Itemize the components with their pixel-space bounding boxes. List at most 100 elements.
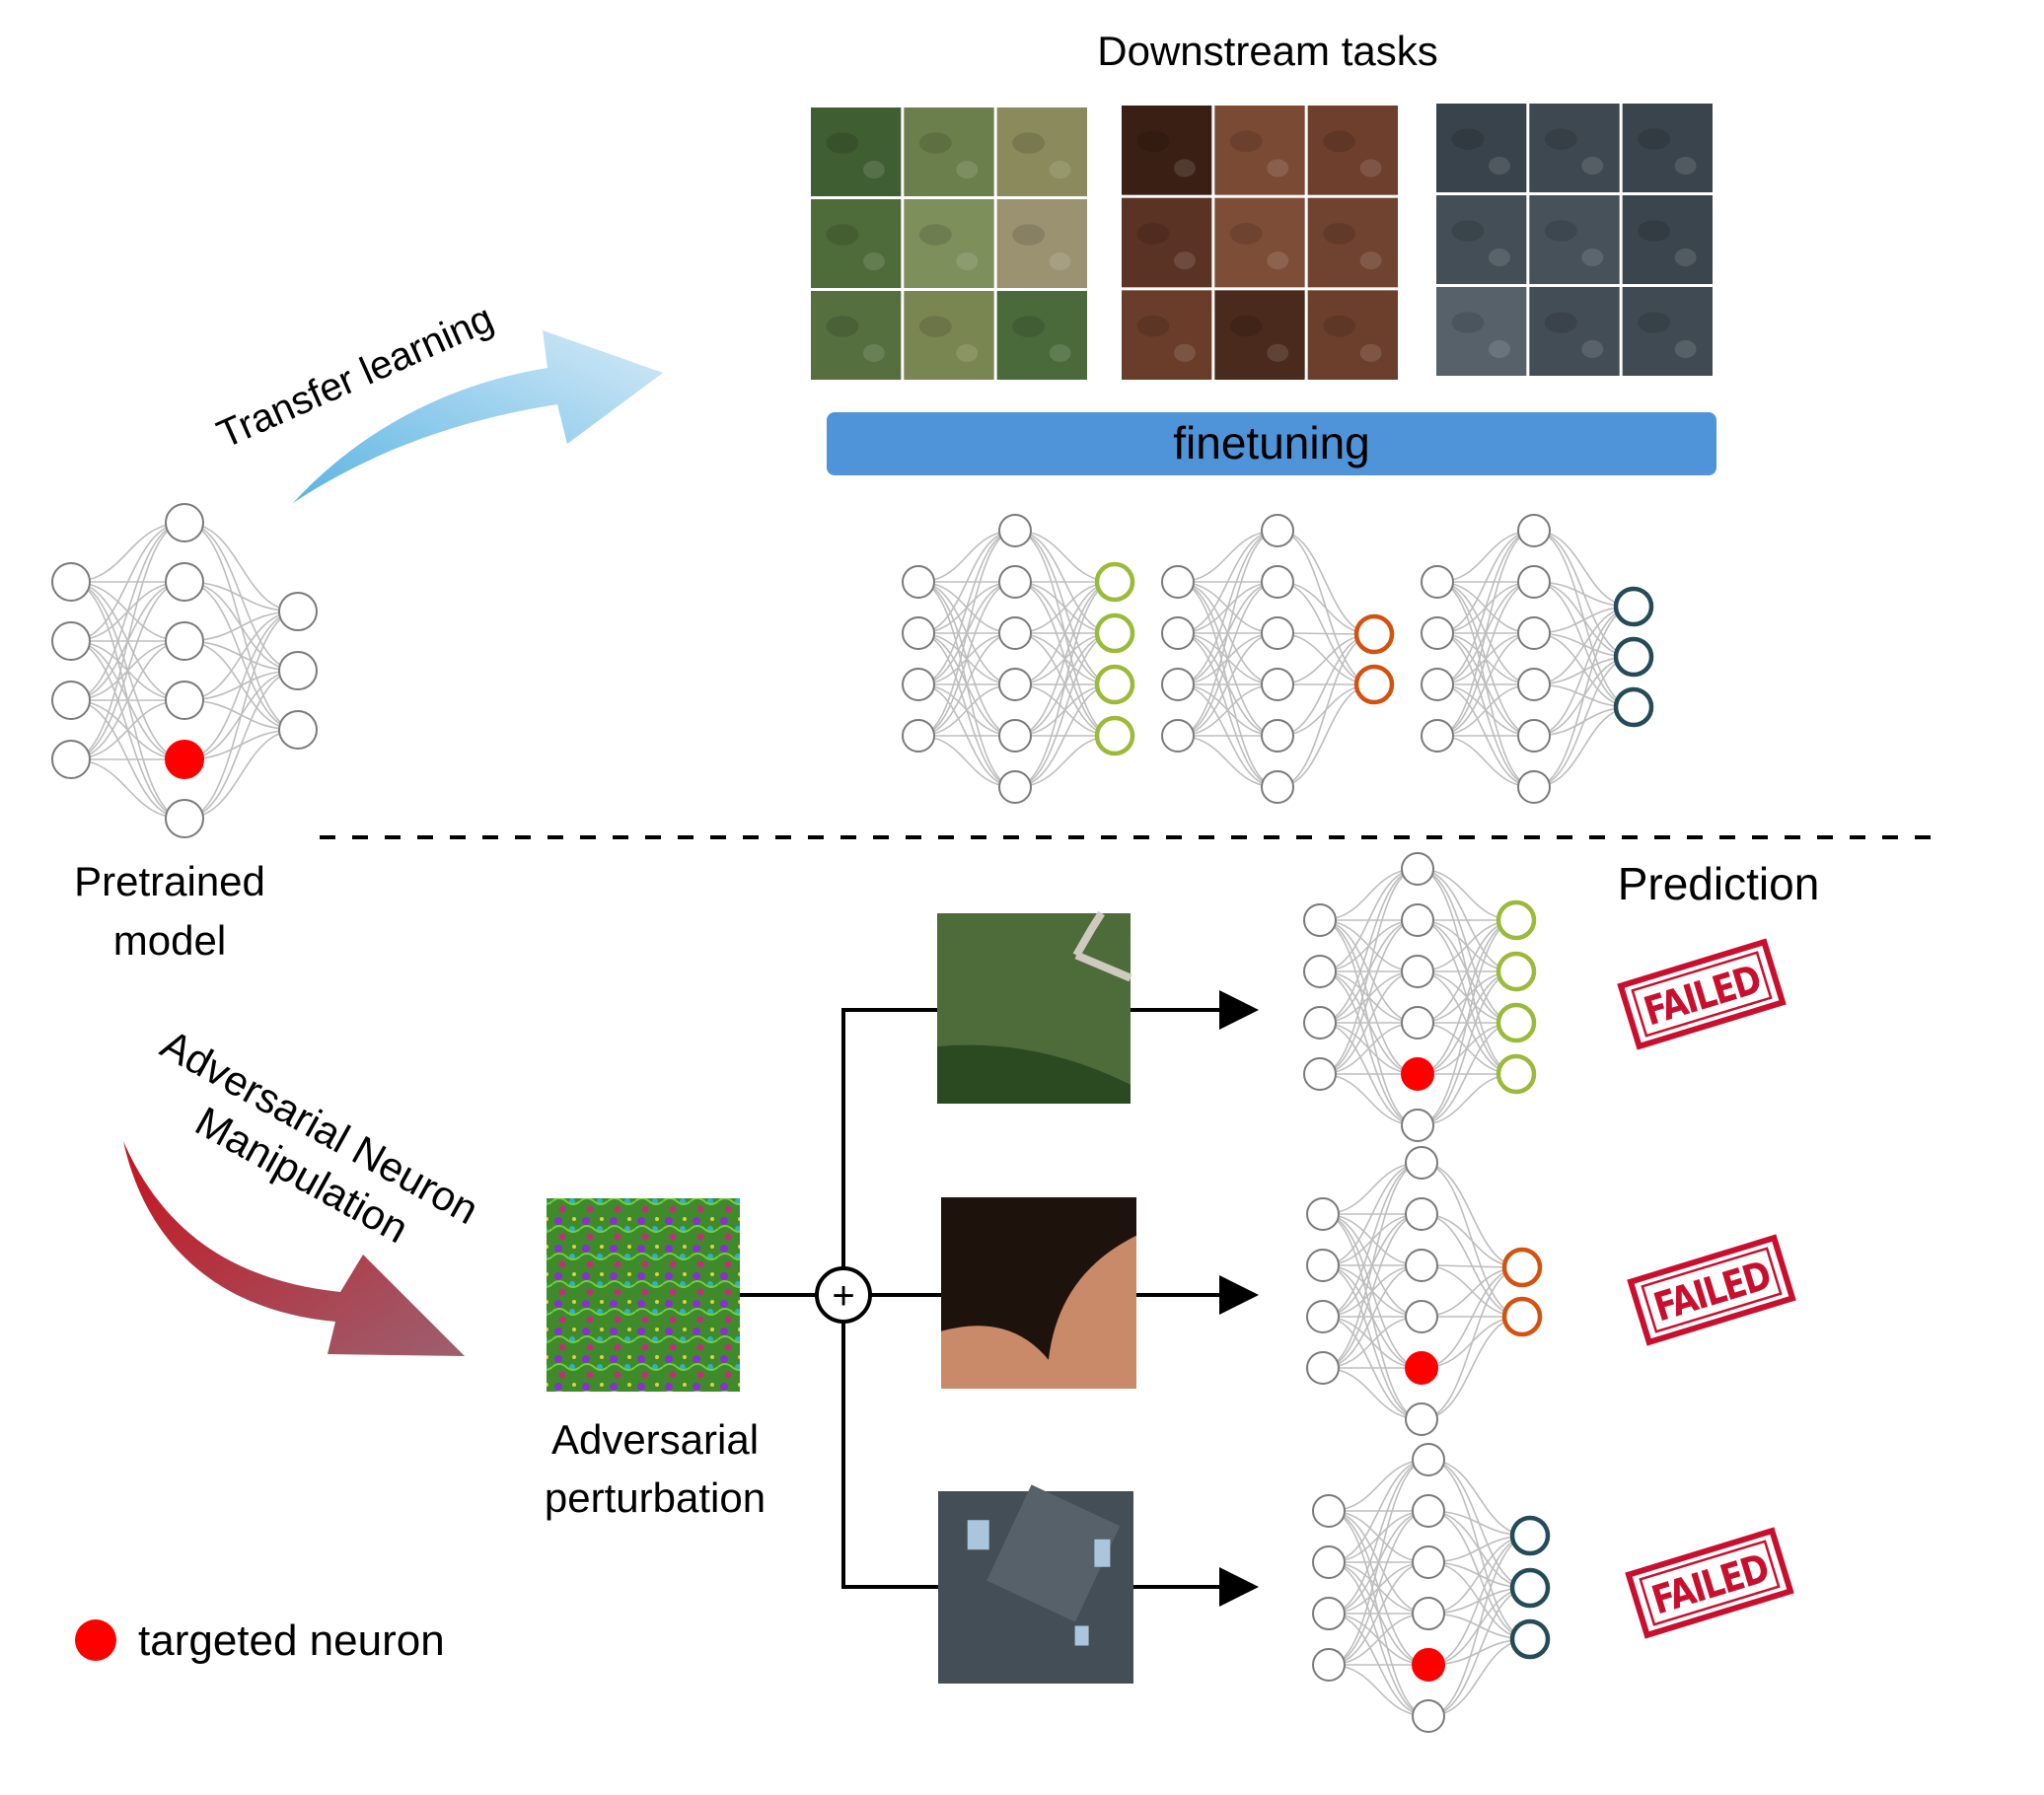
output-neuron bbox=[1496, 1053, 1537, 1095]
neuron bbox=[1517, 668, 1551, 701]
stamp-inner-border bbox=[1631, 951, 1773, 1038]
output-neuron bbox=[1496, 899, 1537, 941]
neuron bbox=[1161, 565, 1195, 599]
dataset-tile bbox=[1307, 106, 1398, 195]
tile-texture bbox=[1323, 315, 1356, 337]
network-edge bbox=[70, 522, 185, 760]
network-edge bbox=[1328, 1459, 1429, 1666]
network-edge bbox=[1177, 581, 1278, 737]
tile-texture bbox=[1451, 128, 1485, 150]
neuron bbox=[1312, 1494, 1346, 1528]
dataset-tile bbox=[1307, 290, 1398, 380]
neuron bbox=[1421, 616, 1454, 650]
neuron bbox=[1405, 1249, 1438, 1282]
neuron bbox=[1517, 565, 1551, 599]
output-neuron bbox=[1613, 586, 1654, 627]
sample-image-2 bbox=[941, 1197, 1136, 1389]
downstream-tasks-title: Downstream tasks bbox=[1097, 28, 1437, 74]
network-edge bbox=[70, 522, 185, 701]
prediction-title: Prediction bbox=[1618, 858, 1820, 909]
tree-line bbox=[937, 1044, 1131, 1104]
network-edge bbox=[1322, 1162, 1423, 1318]
neuron bbox=[1312, 1597, 1346, 1630]
tile-texture bbox=[1359, 343, 1382, 362]
dataset-tile bbox=[1436, 195, 1527, 284]
tile-texture bbox=[1229, 130, 1263, 153]
tile-texture bbox=[1012, 224, 1046, 246]
network-edge bbox=[1436, 581, 1535, 737]
tile-texture bbox=[1359, 251, 1382, 270]
dataset-tile bbox=[1214, 197, 1305, 288]
tile-texture bbox=[1674, 340, 1697, 358]
dataset-tile bbox=[1214, 290, 1305, 380]
neuron bbox=[51, 681, 91, 720]
tile-texture bbox=[1544, 128, 1577, 150]
dataset-tile bbox=[1307, 197, 1398, 288]
attack-arrow-shape bbox=[123, 1141, 465, 1356]
network-edge bbox=[1319, 868, 1419, 1075]
tile-texture bbox=[1451, 220, 1485, 242]
network-edge bbox=[1322, 1213, 1423, 1369]
output-neuron bbox=[1094, 715, 1135, 756]
tile-texture bbox=[862, 161, 885, 179]
neuron bbox=[1261, 616, 1294, 650]
transfer-learning-label: Transfer learning bbox=[211, 297, 500, 458]
dataset-tile bbox=[1529, 195, 1620, 284]
tile-texture bbox=[1674, 157, 1697, 175]
network-edge bbox=[1322, 1162, 1423, 1369]
targeted-neuron-legend-label: targeted neuron bbox=[138, 1616, 445, 1665]
adversarial-manipulation-arrow: Adversarial Neuron Manipulation bbox=[123, 1021, 486, 1356]
network-edge bbox=[1533, 656, 1635, 788]
neuron bbox=[1306, 1351, 1340, 1385]
tile-texture bbox=[1451, 312, 1485, 333]
neuron bbox=[902, 565, 935, 599]
output-neuron bbox=[1613, 636, 1654, 678]
neuron bbox=[1517, 616, 1551, 650]
neuron bbox=[998, 616, 1032, 650]
finetuning-label: finetuning bbox=[1173, 417, 1370, 468]
tile-texture bbox=[1359, 159, 1382, 178]
neuron bbox=[1421, 565, 1454, 599]
finetuning-bar-bg bbox=[827, 412, 1716, 475]
tile-texture bbox=[1012, 132, 1046, 154]
targeted-neuron bbox=[165, 740, 204, 779]
neuron bbox=[1401, 903, 1434, 937]
building bbox=[986, 1484, 1121, 1622]
output-neuron bbox=[1353, 613, 1395, 655]
neuron bbox=[1401, 1109, 1434, 1142]
tile-texture bbox=[1012, 316, 1046, 337]
neuron bbox=[1161, 616, 1195, 650]
neuron bbox=[1517, 770, 1551, 804]
failed-stamp-3: FAILED bbox=[1625, 1527, 1794, 1639]
tile-texture bbox=[1544, 220, 1577, 242]
network-edge bbox=[1177, 530, 1278, 737]
network-edge bbox=[1014, 581, 1116, 737]
neuron bbox=[998, 719, 1032, 753]
dataset-tile bbox=[1622, 195, 1713, 284]
targeted-neuron-legend-icon bbox=[75, 1619, 116, 1661]
output-neuron bbox=[1509, 1618, 1551, 1660]
tile-texture bbox=[956, 252, 979, 270]
sample-image-3 bbox=[938, 1484, 1133, 1684]
neural-networks bbox=[51, 503, 1654, 1733]
neuron bbox=[278, 710, 318, 750]
neuron bbox=[1306, 1249, 1340, 1282]
network-edge bbox=[1014, 632, 1116, 788]
output-neuron bbox=[1509, 1567, 1551, 1609]
neuron bbox=[1405, 1197, 1438, 1231]
pretrained-label-line1: Pretrained bbox=[74, 858, 265, 904]
targeted-neuron bbox=[1405, 1351, 1438, 1385]
dataset-tile bbox=[996, 199, 1087, 288]
transfer-arrow-shape bbox=[293, 330, 663, 503]
neuron bbox=[51, 621, 91, 661]
neuron bbox=[1161, 719, 1195, 753]
neuron bbox=[1517, 514, 1551, 547]
dataset-tile bbox=[1436, 104, 1527, 192]
tile-texture bbox=[826, 132, 859, 154]
network-edge bbox=[183, 670, 299, 820]
perturbation-label-line2: perturbation bbox=[545, 1474, 766, 1521]
neuron bbox=[165, 681, 204, 720]
dataset-grid-brown-terrain-grid bbox=[1122, 106, 1398, 380]
neuron bbox=[998, 565, 1032, 599]
neuron bbox=[902, 719, 935, 753]
